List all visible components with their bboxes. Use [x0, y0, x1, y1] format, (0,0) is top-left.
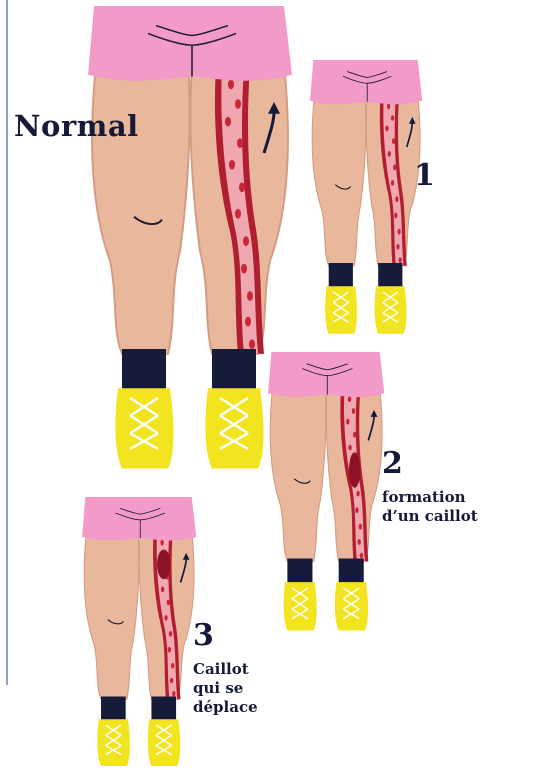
legs-step-1: [310, 60, 422, 334]
legs-step-2: [268, 352, 384, 630]
clot-moving: [157, 549, 170, 579]
legs-step-3: [82, 497, 196, 766]
legs-normal: [88, 6, 292, 469]
title-normal: Normal: [14, 111, 139, 141]
step-3-number: 3: [193, 620, 214, 652]
step-1-number: 1: [414, 160, 435, 192]
clot-forming: [349, 452, 360, 487]
step-2-number: 2: [382, 448, 403, 480]
step-2-caption: formation d’un caillot: [382, 488, 478, 526]
step-3-caption: Caillot qui se déplace: [193, 660, 258, 716]
